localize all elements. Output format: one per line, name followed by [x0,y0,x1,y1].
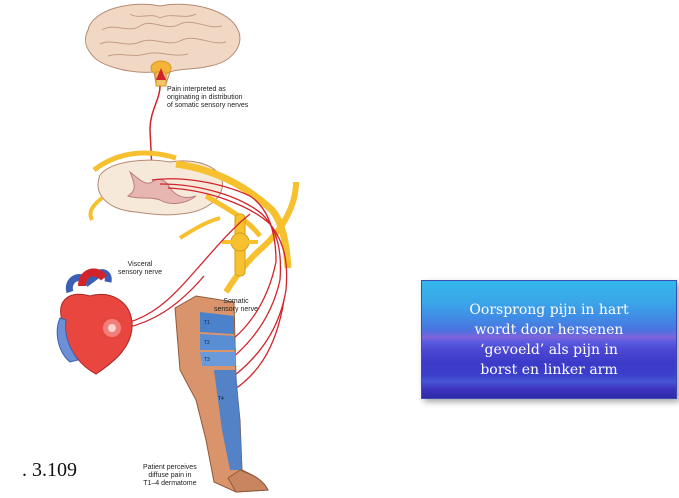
dermatome-label-t4: T4 [218,396,224,402]
figure-number: . 3.109 [22,459,77,482]
dermatome-label-t3: T3 [204,357,210,363]
ascending-pathway [150,86,160,170]
callout-box: Oorsprong pijn in hart wordt door hersen… [421,280,677,399]
label-somatic-nerve: Somatic sensory nerve [214,298,258,314]
arm-illustration [175,296,268,492]
spinal-cord-section [90,153,222,220]
label-pain-interpreted: Pain interpreted as originating in distr… [167,86,248,110]
dermatome-label-t1: T1 [204,320,210,326]
heart-illustration [57,272,132,374]
callout-text: Oorsprong pijn in hart wordt door hersen… [469,300,628,380]
dermatome-label-t2: T2 [204,340,210,346]
label-patient-perceives: Patient perceives diffuse pain in T1–4 d… [143,464,197,488]
label-visceral-nerve: Visceral sensory nerve [118,261,162,277]
